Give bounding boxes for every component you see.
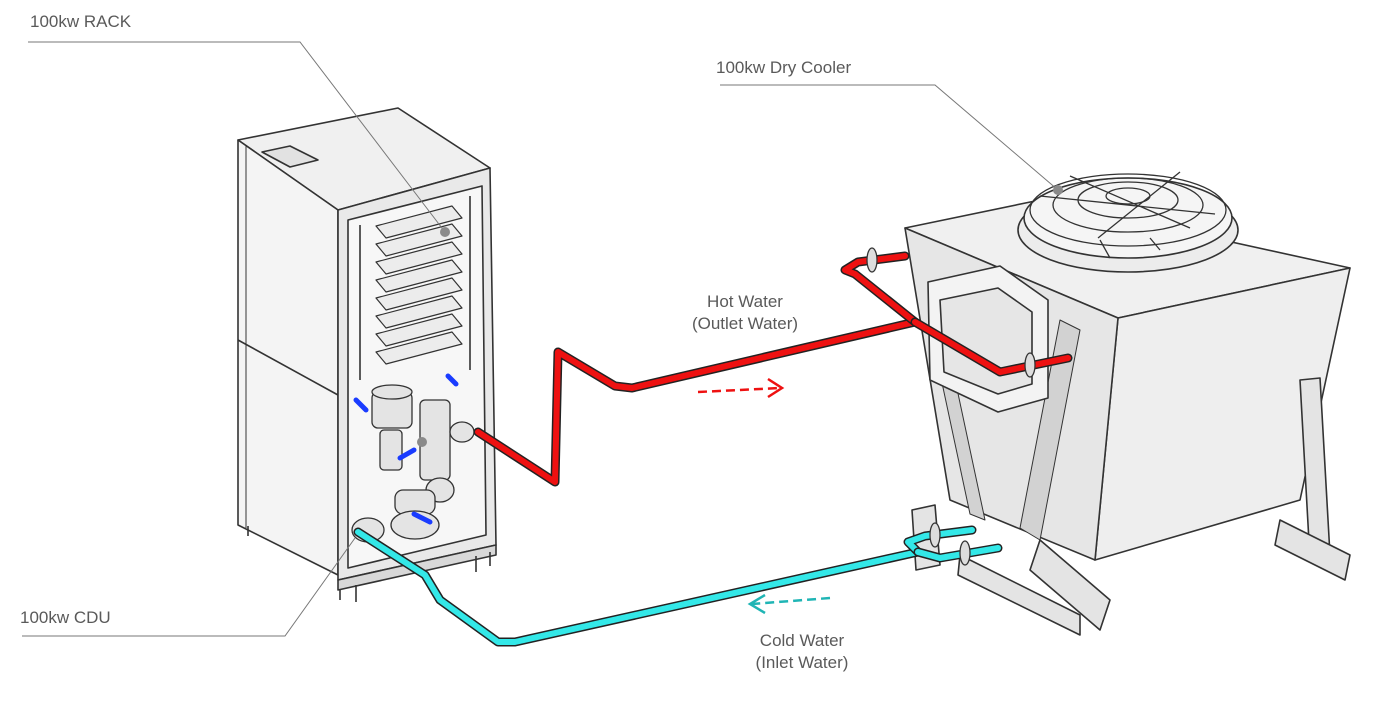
hot-flow-arrow bbox=[697, 377, 785, 399]
cdu-callout-label: 100kw CDU bbox=[20, 608, 111, 627]
hot-water-label: Hot Water (Outlet Water) bbox=[660, 291, 830, 335]
hot-water-subtitle: (Outlet Water) bbox=[691, 314, 799, 333]
callout-leaders bbox=[22, 41, 1059, 637]
cold-water-label: Cold Water (Inlet Water) bbox=[722, 630, 882, 674]
rack-callout-label: 100kw RACK bbox=[30, 12, 132, 31]
cold-flow-arrow bbox=[747, 593, 831, 615]
cdu-rack-cabinet bbox=[237, 107, 497, 602]
cdu-callout-dot bbox=[417, 437, 427, 447]
cold-water-pipe bbox=[353, 522, 1003, 647]
dry-cooler-leader bbox=[720, 84, 1059, 191]
cold-water-subtitle: (Inlet Water) bbox=[755, 653, 849, 672]
rack-callout-dot bbox=[440, 227, 450, 237]
cdu-leader bbox=[22, 537, 356, 637]
dry-cooler-callout-dot bbox=[1053, 185, 1063, 195]
hot-water-title: Hot Water bbox=[707, 292, 783, 311]
rack-leader bbox=[28, 41, 446, 233]
cold-water-title: Cold Water bbox=[759, 631, 845, 650]
dry-cooler-unit bbox=[904, 171, 1351, 636]
hot-water-pipe bbox=[473, 247, 1073, 487]
dry-cooler-callout-label: 100kw Dry Cooler bbox=[716, 58, 852, 77]
